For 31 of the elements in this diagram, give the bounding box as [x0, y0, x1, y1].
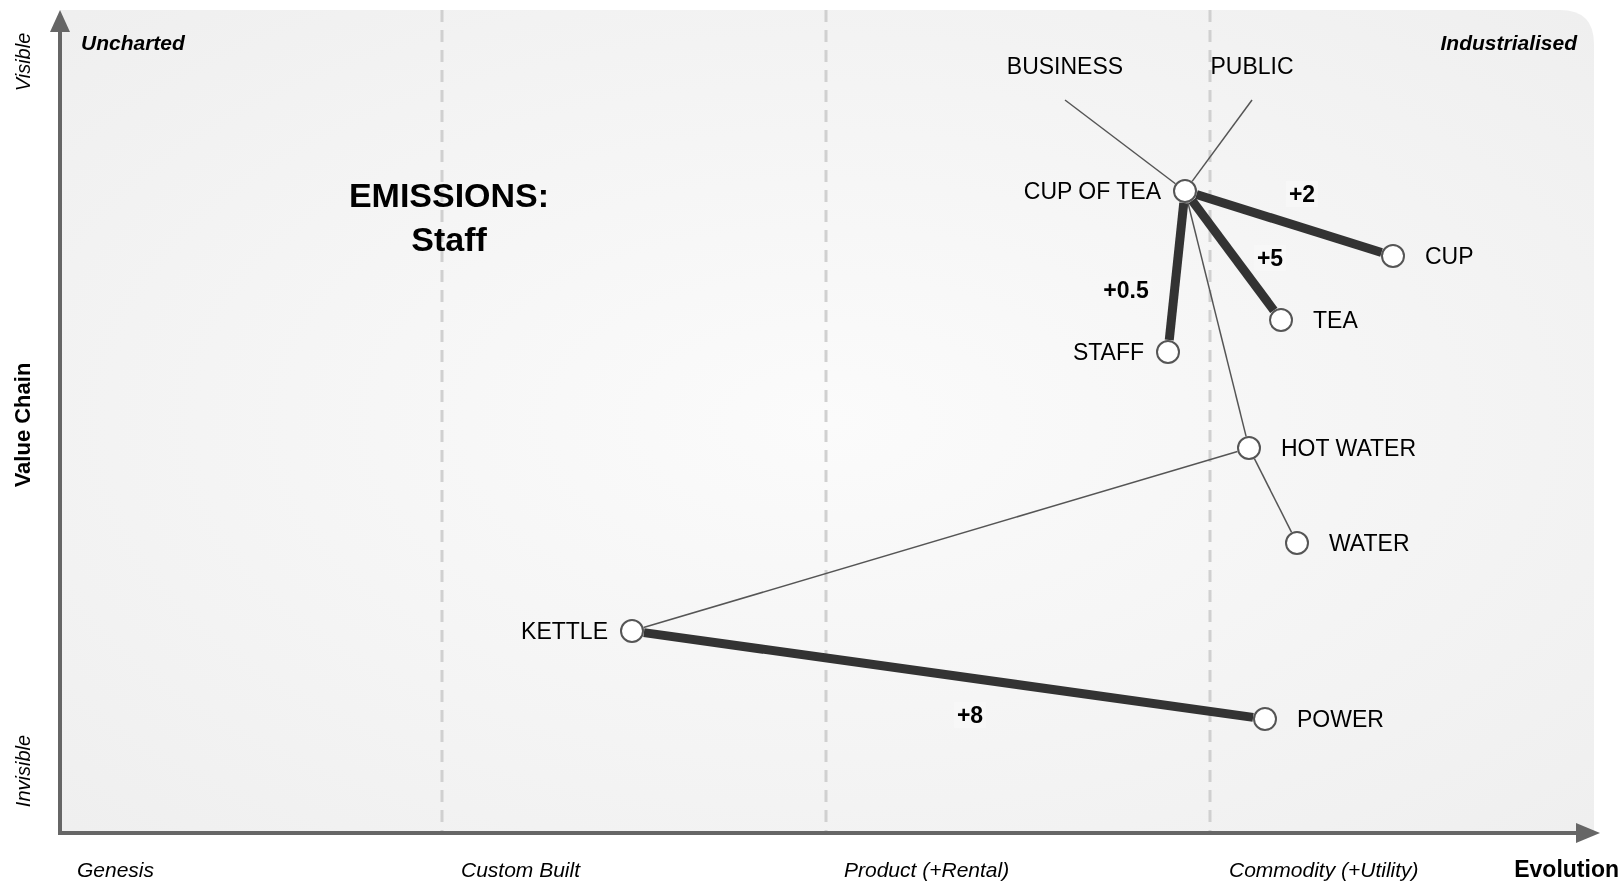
axis-title: Value Chain: [10, 362, 36, 488]
link: [1191, 99, 1253, 183]
axis-label: Genesis: [77, 856, 155, 882]
component-label: STAFF: [1072, 338, 1144, 366]
edge-label: +2: [1285, 181, 1319, 207]
component-label: KETTLE: [521, 617, 608, 645]
axis-label: Visible: [11, 32, 35, 92]
link: [1064, 99, 1177, 185]
link: [1187, 201, 1247, 438]
component-label: CUP OF TEA: [1023, 177, 1161, 205]
axis-label: Commodity (+Utility): [1229, 856, 1419, 882]
link: [1253, 457, 1293, 534]
axis-label: Custom Built: [461, 856, 581, 882]
component-label: PUBLIC: [1210, 52, 1294, 100]
thick-link: [1195, 190, 1383, 257]
component-label: CUP: [1425, 242, 1474, 270]
map-title: EMISSIONS: Staff: [347, 175, 551, 260]
link: [642, 450, 1239, 629]
component-label: POWER: [1297, 705, 1384, 733]
thick-link: [1188, 197, 1278, 314]
component-label: WATER: [1329, 529, 1410, 557]
component-label: BUSINESS: [1006, 52, 1124, 100]
axis-label: Invisible: [11, 734, 35, 808]
axis-title: Evolution: [1514, 855, 1619, 883]
axis-label: Product (+Rental): [844, 856, 1010, 882]
thick-link: [1164, 202, 1189, 341]
stage-label: Uncharted: [81, 29, 185, 55]
component-label: TEA: [1313, 306, 1358, 334]
component-label: HOT WATER: [1281, 434, 1416, 462]
stage-label: Industrialised: [1440, 29, 1577, 55]
thick-link: [643, 628, 1254, 722]
